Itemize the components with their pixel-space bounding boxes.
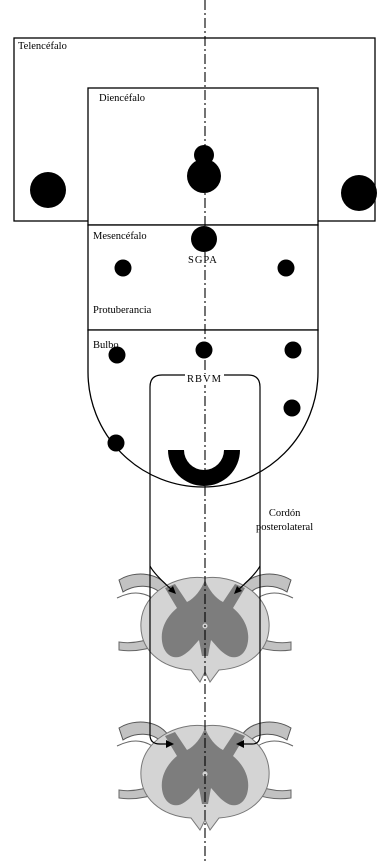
rbvm-label: RBVM bbox=[185, 374, 224, 385]
cordon-label-line1: Cordón bbox=[256, 507, 313, 521]
bulbo-lower-right-nucleus bbox=[284, 400, 301, 417]
telencefalo-right-nucleus bbox=[341, 175, 377, 211]
hypothalamus-lower-nucleus bbox=[187, 159, 221, 193]
mesencefalo-right-nucleus bbox=[278, 260, 295, 277]
bulbo-label: Bulbo bbox=[93, 340, 119, 351]
mesencefalo-label: Mesencéfalo bbox=[93, 231, 147, 242]
protuberancia-label: Protuberancia bbox=[93, 305, 151, 316]
mesencefalo-left-nucleus bbox=[115, 260, 132, 277]
diencefalo-label: Diencéfalo bbox=[99, 93, 145, 104]
cordon-label-line2: posterolateral bbox=[256, 521, 313, 535]
bulbo-right-nucleus bbox=[285, 342, 302, 359]
sgpa-label: SGPA bbox=[188, 255, 218, 266]
bulbo-lower-left-nucleus bbox=[108, 435, 125, 452]
cordon-posterolateral-label: Cordón posterolateral bbox=[256, 507, 313, 535]
sgpa-nucleus bbox=[191, 226, 217, 252]
bulbo-center-nucleus bbox=[196, 342, 213, 359]
telencefalo-left-nucleus bbox=[30, 172, 66, 208]
telencefalo-label: Telencéfalo bbox=[18, 41, 67, 52]
